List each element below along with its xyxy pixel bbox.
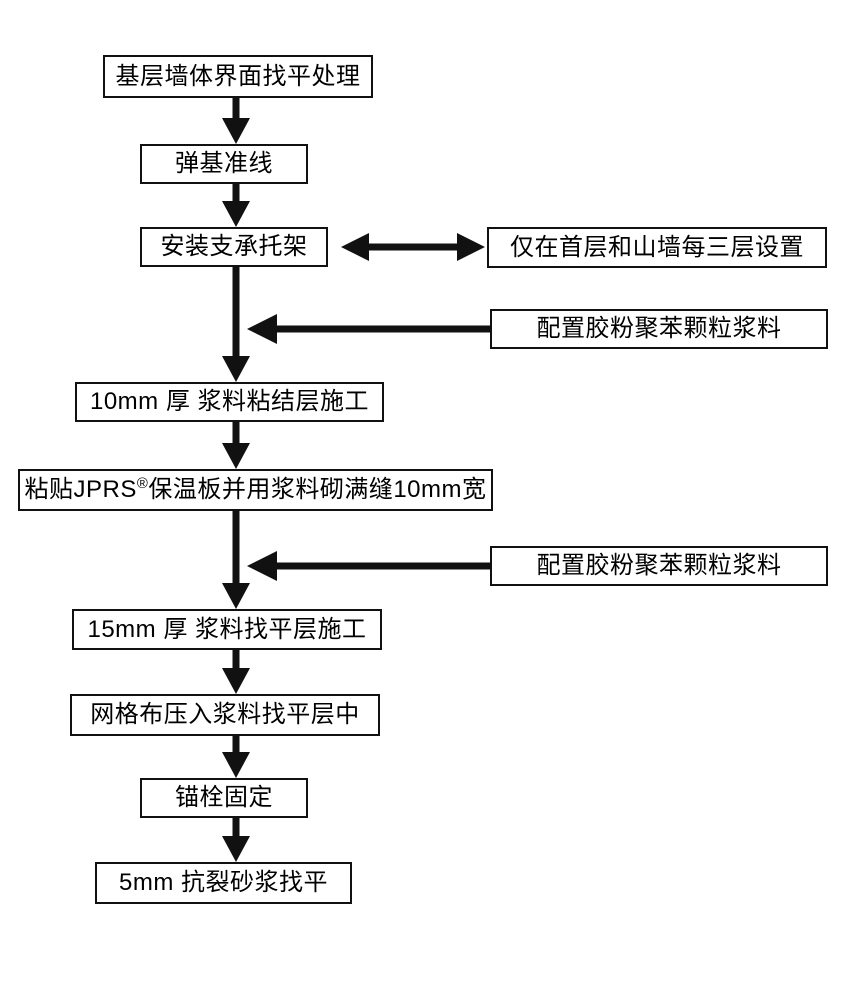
arrow-n1-to-n2	[222, 97, 250, 144]
arrow-n4-to-n5	[222, 422, 250, 469]
node-label: 15mm 厚 浆料找平层施工	[87, 615, 367, 643]
node-label: 配置胶粉聚苯颗粒浆料	[536, 552, 782, 579]
arrow-s3-to-trunk	[247, 551, 490, 581]
process-node-paste-jprs-board[interactable]: 粘贴JPRS®保温板并用浆料砌满缝10mm宽	[18, 469, 493, 511]
node-label: 基层墙体界面找平处理	[115, 62, 361, 90]
process-node-10mm-bonding-layer[interactable]: 10mm 厚 浆料粘结层施工	[75, 382, 384, 422]
node-label: 5mm 抗裂砂浆找平	[119, 869, 328, 896]
node-label-post: 保温板并用浆料砌满缝10mm宽	[148, 476, 487, 503]
node-label: 配置胶粉聚苯颗粒浆料	[536, 315, 782, 342]
registered-trademark-icon: ®	[136, 476, 149, 492]
process-node-snap-baseline[interactable]: 弹基准线	[140, 144, 308, 184]
node-label: 仅在首层和山墙每三层设置	[510, 233, 804, 261]
arrow-n7-to-n8	[222, 736, 250, 778]
arrow-n3-to-n4	[222, 267, 250, 382]
node-label: 安装支承托架	[160, 233, 308, 260]
arrow-n5-to-n6	[222, 511, 250, 609]
side-note-prepare-slurry-2[interactable]: 配置胶粉聚苯颗粒浆料	[490, 546, 828, 586]
node-label: 粘贴JPRS®保温板并用浆料砌满缝10mm宽	[19, 476, 493, 503]
process-node-install-support-bracket[interactable]: 安装支承托架	[140, 227, 328, 267]
process-node-base-wall-leveling[interactable]: 基层墙体界面找平处理	[103, 55, 373, 98]
arrow-n2-to-n3	[222, 183, 250, 227]
node-label: 10mm 厚 浆料粘结层施工	[89, 388, 369, 415]
process-node-anchor-bolt-fixing[interactable]: 锚栓固定	[140, 778, 308, 818]
node-label: 弹基准线	[175, 150, 273, 177]
node-label: 锚栓固定	[175, 784, 273, 811]
side-note-prepare-slurry-1[interactable]: 配置胶粉聚苯颗粒浆料	[490, 309, 828, 349]
side-note-bracket-placement[interactable]: 仅在首层和山墙每三层设置	[487, 227, 827, 268]
arrow-n6-to-n7	[222, 650, 250, 694]
node-label-pre: 粘贴JPRS	[24, 476, 137, 503]
process-node-mesh-into-leveling-layer[interactable]: 网格布压入浆料找平层中	[70, 694, 380, 736]
process-node-5mm-anticrack-mortar[interactable]: 5mm 抗裂砂浆找平	[95, 862, 352, 904]
process-node-15mm-leveling-layer[interactable]: 15mm 厚 浆料找平层施工	[72, 609, 382, 650]
arrow-s2-to-trunk	[247, 314, 490, 344]
arrow-n8-to-n9	[222, 818, 250, 862]
node-label: 网格布压入浆料找平层中	[90, 701, 360, 728]
arrow-n3-to-s1	[341, 233, 485, 261]
